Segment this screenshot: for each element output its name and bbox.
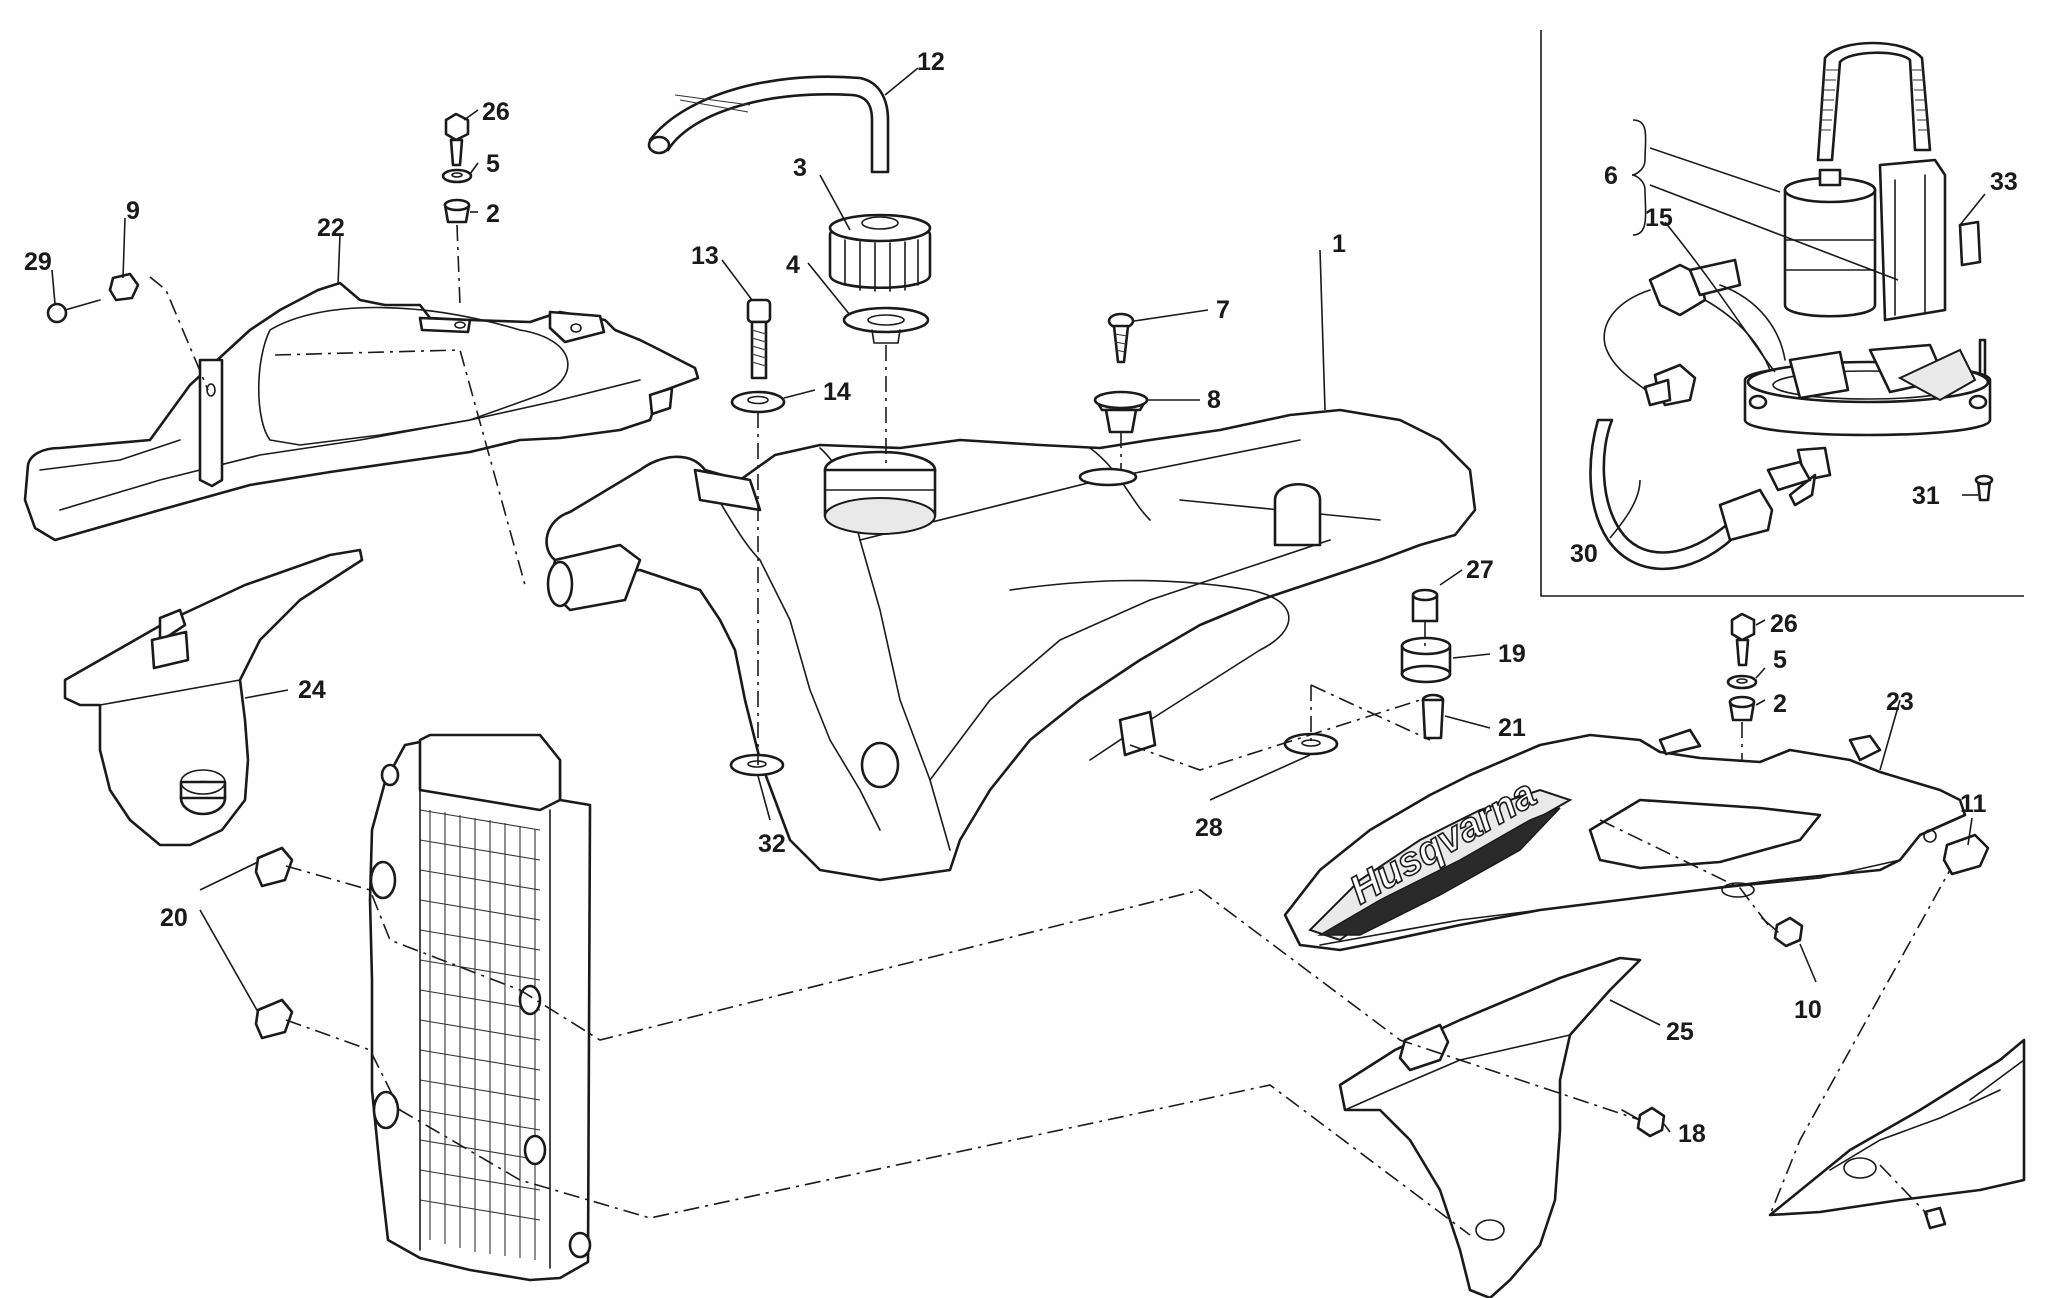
callout-28: 28 bbox=[1195, 814, 1223, 842]
assembly-lines bbox=[149, 224, 1951, 1236]
washer-28 bbox=[1283, 732, 1339, 756]
bolt-13 bbox=[746, 298, 772, 380]
fuel-cap bbox=[828, 213, 932, 292]
clip-11 bbox=[1942, 833, 1990, 876]
callout-32: 32 bbox=[758, 830, 786, 858]
callout-2-left: 2 bbox=[486, 200, 500, 228]
right-radiator-spoiler bbox=[1338, 956, 1642, 1298]
callout-5-left: 5 bbox=[486, 150, 500, 178]
fuel-pump-inset-frame bbox=[1540, 30, 2024, 597]
callout-23: 23 bbox=[1886, 688, 1914, 716]
callout-9: 9 bbox=[126, 197, 140, 225]
callout-15: 15 bbox=[1645, 204, 1673, 232]
fuel-tank bbox=[545, 408, 1477, 882]
clip-20-upper bbox=[254, 846, 294, 888]
callout-labels: 1 2 2 3 4 5 5 6 7 8 9 10 11 12 13 14 15 … bbox=[24, 48, 2018, 1148]
callout-3: 3 bbox=[793, 154, 807, 182]
callout-29: 29 bbox=[24, 248, 52, 276]
callout-26-right: 26 bbox=[1770, 610, 1798, 638]
callout-6: 6 bbox=[1604, 162, 1618, 190]
washer-5-left bbox=[441, 168, 473, 184]
cap-gasket bbox=[842, 306, 930, 344]
bolt-21 bbox=[1421, 693, 1445, 740]
callout-19: 19 bbox=[1498, 640, 1526, 668]
callout-33: 33 bbox=[1990, 168, 2018, 196]
spacer-2-right bbox=[1728, 695, 1756, 722]
rubber-19 bbox=[1400, 636, 1452, 684]
callout-2-right: 2 bbox=[1773, 690, 1787, 718]
bolt-18 bbox=[1621, 1106, 1666, 1138]
callout-24: 24 bbox=[298, 676, 326, 704]
right-radiator-shroud: Husqvarna bbox=[1283, 728, 1967, 952]
bolt-26-left bbox=[444, 112, 470, 167]
callout-31: 31 bbox=[1912, 482, 1940, 510]
callout-18: 18 bbox=[1678, 1120, 1706, 1148]
left-radiator-shroud bbox=[23, 281, 700, 542]
callout-27: 27 bbox=[1466, 556, 1494, 584]
clip-20-lower bbox=[254, 998, 294, 1040]
bolt-10 bbox=[1761, 916, 1804, 948]
bolt-26-right bbox=[1730, 612, 1756, 667]
callout-14: 14 bbox=[823, 378, 851, 406]
washer-32 bbox=[729, 753, 785, 777]
callout-11: 11 bbox=[1960, 790, 1987, 818]
callout-4: 4 bbox=[786, 251, 800, 279]
fuel-pump-assembly bbox=[1589, 41, 1994, 571]
callout-22: 22 bbox=[317, 214, 345, 242]
callout-12: 12 bbox=[917, 48, 945, 76]
callout-21: 21 bbox=[1498, 714, 1526, 742]
radiator bbox=[368, 733, 592, 1282]
screw-7 bbox=[1107, 312, 1135, 364]
breather-hose bbox=[647, 75, 890, 174]
screw-29 bbox=[46, 299, 101, 324]
callout-10: 10 bbox=[1794, 996, 1822, 1024]
callout-7: 7 bbox=[1216, 296, 1230, 324]
callout-13: 13 bbox=[691, 242, 719, 270]
rubber-27 bbox=[1411, 588, 1439, 623]
callout-26-left: 26 bbox=[482, 98, 510, 126]
spacer-2-left bbox=[443, 198, 471, 224]
callout-25: 25 bbox=[1666, 1018, 1694, 1046]
nut-9 bbox=[108, 272, 140, 302]
leader-lines bbox=[51, 67, 1986, 1133]
washer-14 bbox=[730, 390, 786, 414]
callout-30: 30 bbox=[1570, 540, 1598, 568]
partial-shroud-far-right bbox=[1768, 1038, 2026, 1230]
left-radiator-spoiler bbox=[63, 548, 364, 847]
callout-8: 8 bbox=[1207, 386, 1221, 414]
callout-5-right: 5 bbox=[1773, 646, 1787, 674]
callout-20: 20 bbox=[160, 904, 188, 932]
washer-5-right bbox=[1726, 674, 1758, 690]
grommet-8 bbox=[1093, 390, 1149, 434]
callout-1: 1 bbox=[1332, 230, 1346, 258]
